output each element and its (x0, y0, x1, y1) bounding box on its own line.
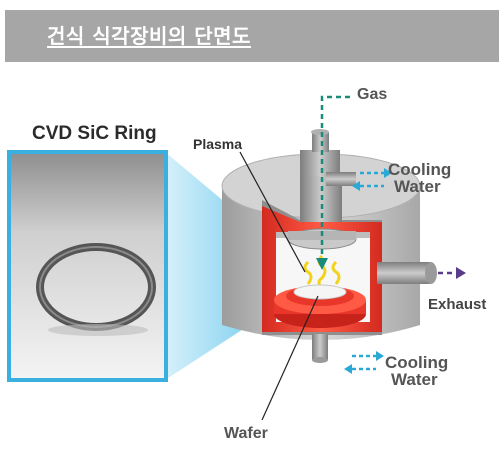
wafer-leader (261, 295, 319, 421)
exhaust-label: Exhaust (428, 296, 487, 313)
title-bar: 건식 식각장비의 단면도 (5, 10, 499, 62)
gas-flow-arrow (320, 95, 350, 265)
cooling-water-top-label: Cooling Water (388, 161, 451, 195)
chamber (221, 129, 437, 363)
ring-photo (7, 150, 168, 382)
cooling-top-line1: Cooling (388, 160, 452, 179)
plasma-leader (239, 151, 306, 273)
cooling-arrows-top (360, 171, 384, 188)
gas-arrowhead (316, 258, 328, 270)
cooling-arrows-bottom (352, 354, 376, 371)
plasma-label: Plasma (193, 136, 243, 152)
wafer-disk (293, 284, 347, 300)
gas-label: Gas (357, 86, 388, 103)
ring-label: CVD SiC Ring (32, 123, 157, 144)
cooling-water-bottom-label: Cooling Water (385, 354, 448, 388)
cooling-bottom-line1: Cooling (385, 353, 449, 372)
wafer-label: Wafer (224, 425, 268, 442)
page-title: 건식 식각장비의 단면도 (47, 24, 251, 48)
cooling-bottom-line2: Water (391, 370, 438, 389)
cooling-top-line2: Water (394, 177, 441, 196)
